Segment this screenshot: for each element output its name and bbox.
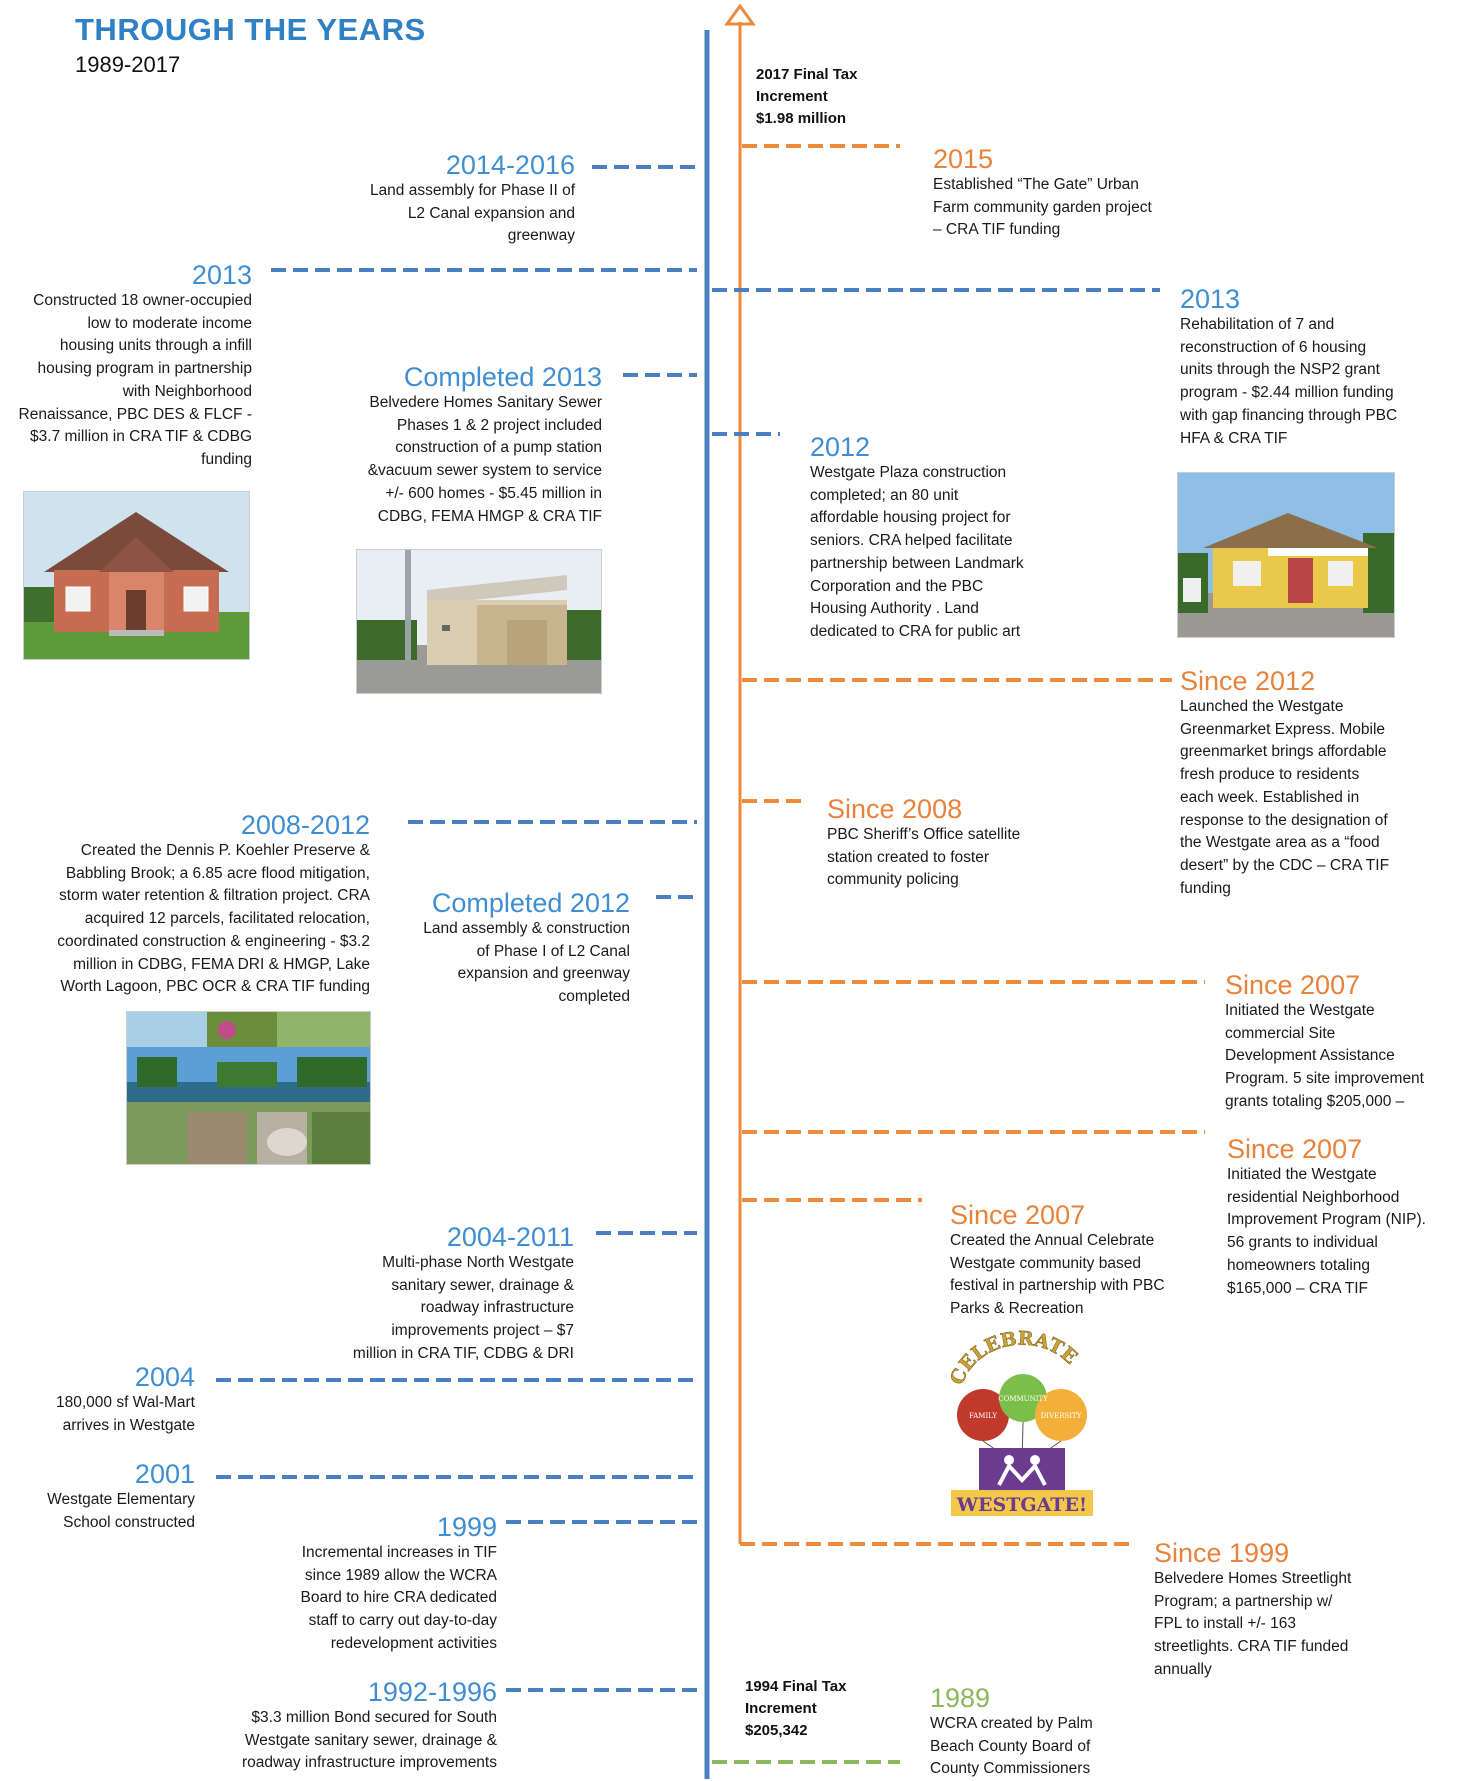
balloon-community [999,1374,1047,1422]
celebrate-westgate-logo: CELEBRATE FAMILY COMMUNITY DIVERSITY WES… [946,1330,1093,1516]
event-completed-2013: Completed 2013 Belvedere Homes Sanitary … [367,362,602,525]
event-since-2008: Since 2008 PBC Sheriff’s Office satellit… [827,794,1021,889]
orange-arrowhead [724,3,756,26]
event-completed-2012: Completed 2012 Land assembly & construct… [423,888,630,1006]
photo-preserve-collage [126,1011,371,1165]
balloon-family [957,1389,1009,1441]
photo-infill-house [23,491,250,660]
page-title: THROUGH THE YEARS [75,12,426,47]
photo-nsp2-house [1177,472,1395,638]
photo-pump-station [356,549,602,694]
svg-text:WESTGATE!: WESTGATE! [956,1494,1088,1516]
page-subtitle: 1989-2017 [75,52,181,77]
svg-text:FAMILY: FAMILY [969,1412,997,1420]
svg-text:DIVERSITY: DIVERSITY [1041,1412,1082,1420]
event-1992-1996: 1992-1996 $3.3 million Bond secured for … [242,1677,497,1772]
svg-text:COMMUNITY: COMMUNITY [998,1395,1048,1403]
event-2008-2012: 2008-2012 Created the Dennis P. Koehler … [57,810,370,996]
balloon-diversity [1035,1389,1087,1441]
